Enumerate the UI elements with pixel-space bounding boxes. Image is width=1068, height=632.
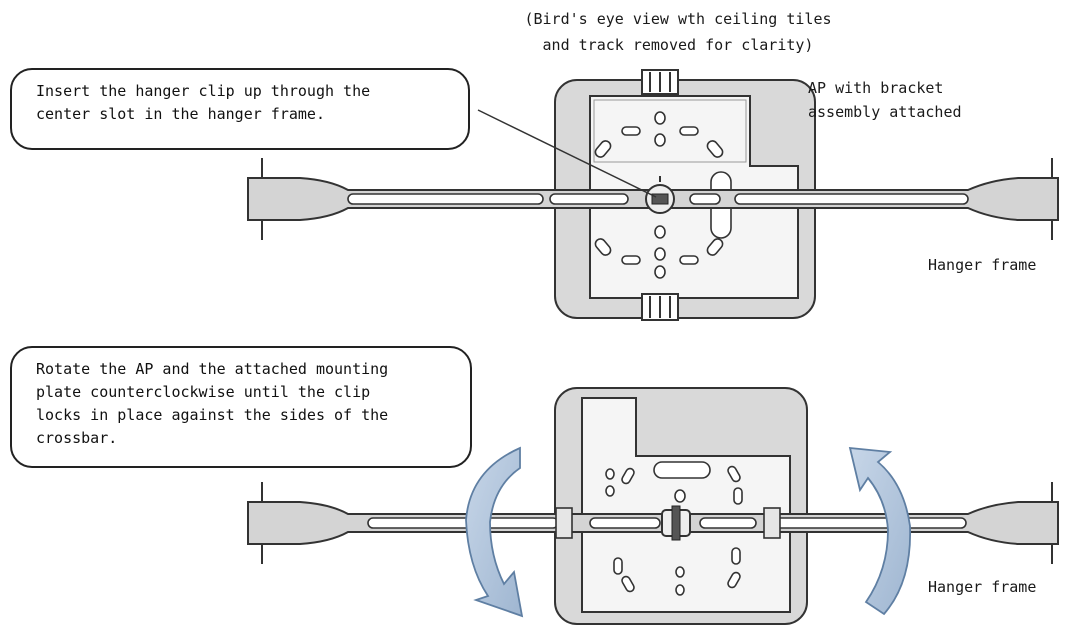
instruction-callout-rotate-ap: Rotate the AP and the attached mounting … <box>10 346 472 468</box>
callout-pointer <box>477 109 657 198</box>
view-caption: (Bird's eye view wth ceiling tiles and t… <box>524 10 832 54</box>
hanger-frame-label-top: Hanger frame <box>928 256 1037 274</box>
top-illustration <box>247 69 1059 321</box>
hanger-clip-top <box>645 176 675 214</box>
instruction-callout-insert-clip: Insert the hanger clip up through the ce… <box>10 68 470 150</box>
hanger-clip-bottom <box>661 505 691 541</box>
bottom-illustration <box>247 387 1059 625</box>
latch-bottom <box>641 293 679 321</box>
plate-slots-top <box>594 111 732 279</box>
rotate-arrow-right <box>848 446 911 616</box>
hanger-frame-bottom <box>247 482 1059 564</box>
plate-slots-bottom <box>605 461 743 596</box>
latch-top <box>641 69 679 95</box>
hanger-frame-label-bottom: Hanger frame <box>928 578 1037 596</box>
rotate-arrow-left <box>465 446 524 618</box>
ap-bracket-label: AP with bracket assembly attached <box>808 79 962 121</box>
